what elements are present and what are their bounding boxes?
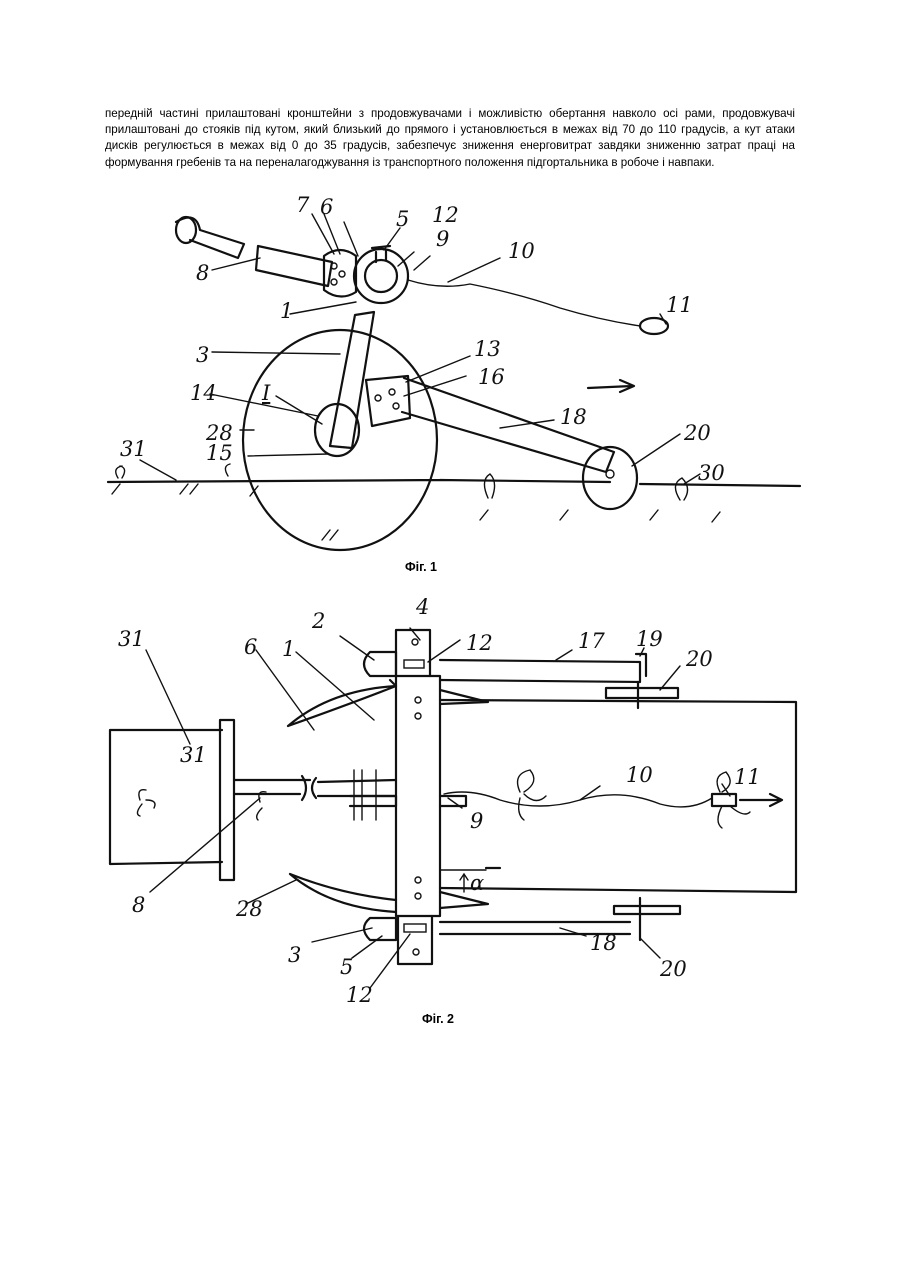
svg-text:11: 11 [734,765,761,789]
svg-text:19: 19 [636,627,663,651]
svg-text:31: 31 [180,743,207,767]
svg-text:3: 3 [288,943,301,967]
svg-text:2: 2 [311,609,325,633]
svg-text:18: 18 [590,931,617,955]
svg-text:31: 31 [118,627,145,651]
figure-2-caption: Фіг. 2 [422,1012,454,1026]
svg-text:6: 6 [244,635,257,659]
svg-text:8: 8 [132,893,145,917]
svg-text:5: 5 [340,955,353,979]
svg-text:17: 17 [578,629,605,653]
svg-text:12: 12 [466,631,493,655]
svg-text:1: 1 [282,637,295,661]
svg-text:α: α [470,871,484,895]
svg-text:20: 20 [659,957,687,981]
svg-text:20: 20 [685,647,713,671]
svg-text:10: 10 [626,763,653,787]
svg-text:12: 12 [346,983,373,1007]
svg-text:9: 9 [470,809,483,833]
svg-text:4: 4 [415,595,429,619]
svg-text:28: 28 [235,897,263,921]
